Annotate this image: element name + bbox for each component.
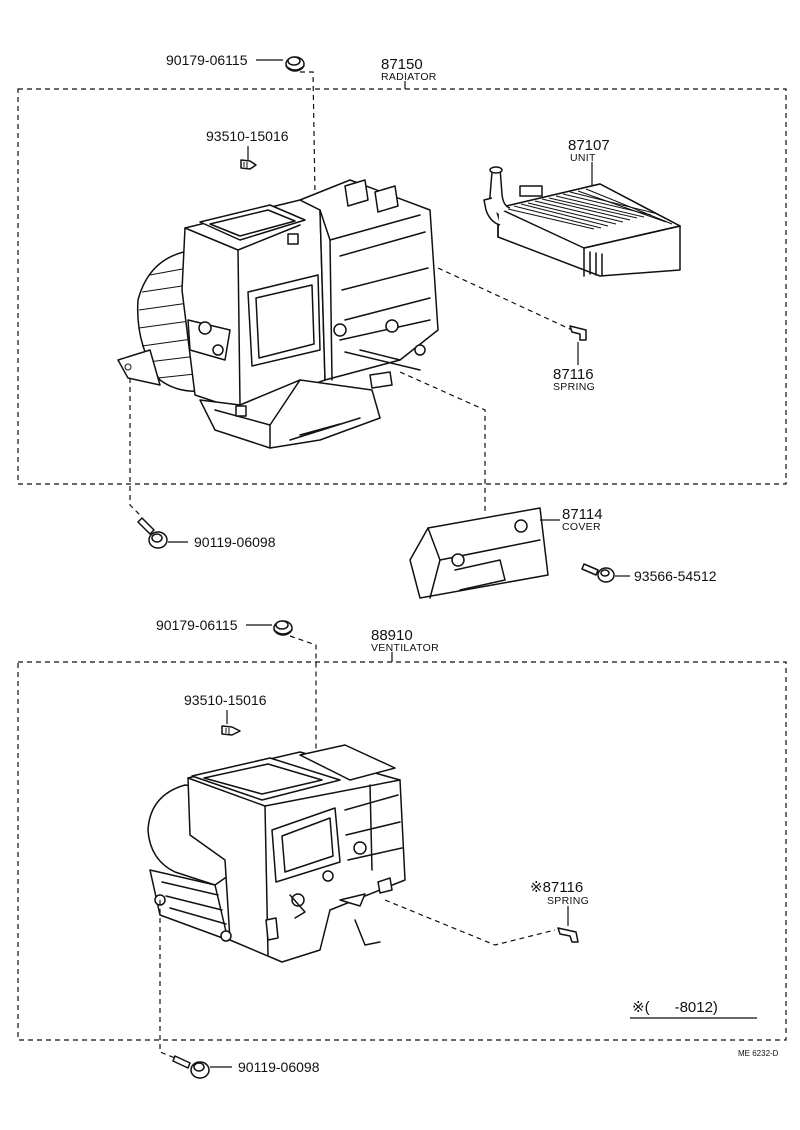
cover-name: COVER [562,521,601,533]
applicability-note: ※( -8012) [632,999,718,1016]
ventilator-spring-part-number: ※87116 [530,879,583,896]
radiator-name: RADIATOR [381,71,437,83]
ventilator-spring-icon [557,927,579,943]
radiator-bolt-icon [137,517,168,549]
radiator-screw-top-icon [285,56,305,72]
spring-top-icon [569,325,587,341]
ventilator-name: VENTILATOR [371,642,439,654]
spring-top-dash [437,267,573,331]
diagram-code: ME 6232-D [738,1049,779,1058]
ventilator-screw-top-label: 90179-06115 [156,617,238,633]
heater-core-unit [483,166,681,277]
cover-screw-label: 93566-54512 [634,568,717,584]
ventilator-assembly-drawing [147,744,406,963]
radiator-part-number: 87150 [381,56,423,73]
ventilator-part-number: 88910 [371,627,413,644]
cover-screw-icon [581,563,615,583]
ventilator-clip-icon [221,725,241,736]
radiator-assembly-drawing [117,179,439,449]
ventilator-spring-dash [384,899,556,946]
radiator-group-box [17,88,787,485]
cover-part-number: 87114 [562,506,603,523]
radiator-bolt-label: 90119-06098 [194,534,276,550]
ventilator-bolt-dash [159,900,176,1059]
ventilator-screw-dash [289,635,317,752]
ventilator-group-box [17,661,787,1041]
radiator-screw-dash [300,71,316,196]
spring-top-name: SPRING [553,381,595,393]
cover-drawing [409,507,549,599]
ventilator-bolt-label: 90119-06098 [238,1059,320,1075]
radiator-bolt-dash [129,378,141,516]
ventilator-clip-label: 93510-15016 [184,692,267,708]
spring-top-part-number: 87116 [553,366,594,383]
unit-name: UNIT [570,152,596,164]
radiator-clip-icon [240,159,257,170]
radiator-screw-top-label: 90179-06115 [166,52,248,68]
radiator-clip-label: 93510-15016 [206,128,289,144]
ventilator-screw-top-icon [273,620,293,636]
ventilator-bolt-icon [172,1055,210,1079]
ventilator-spring-name: SPRING [547,895,589,907]
unit-part-number: 87107 [568,137,610,154]
cover-dash [399,371,486,515]
